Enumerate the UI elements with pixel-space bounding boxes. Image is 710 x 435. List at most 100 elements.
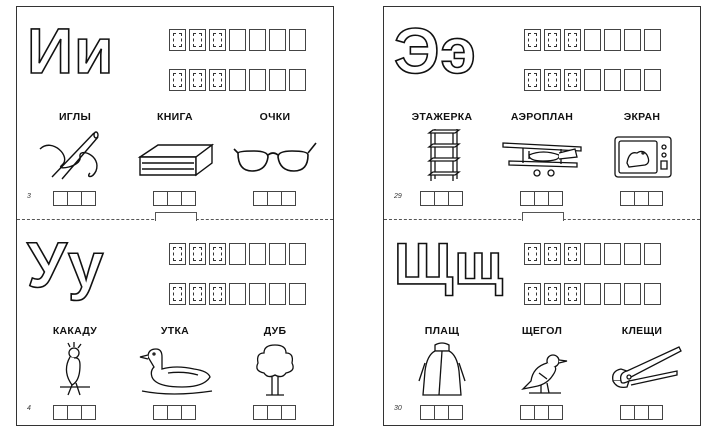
answer-boxes <box>153 191 196 206</box>
practice-cell[interactable] <box>584 243 601 265</box>
answer-box[interactable] <box>648 405 663 420</box>
practice-cell[interactable] <box>624 283 641 305</box>
practice-cell[interactable] <box>604 243 621 265</box>
page-number: 3 <box>27 193 31 200</box>
answer-box[interactable] <box>153 405 168 420</box>
word-label: ЭТАЖЕРКА <box>411 111 473 123</box>
answer-box[interactable] <box>620 191 635 206</box>
answer-box[interactable] <box>534 405 549 420</box>
practice-cell-traced[interactable] <box>169 69 186 91</box>
practice-cell[interactable] <box>229 29 246 51</box>
practice-cell-traced[interactable] <box>189 283 206 305</box>
practice-cell-traced[interactable] <box>544 283 561 305</box>
answer-box[interactable] <box>434 191 449 206</box>
practice-cell-traced[interactable] <box>564 243 581 265</box>
practice-cell[interactable] <box>269 69 286 91</box>
answer-box[interactable] <box>634 405 649 420</box>
practice-cell[interactable] <box>624 243 641 265</box>
fold-tab <box>522 212 564 221</box>
practice-cell-traced[interactable] <box>544 69 561 91</box>
practice-cell[interactable] <box>269 243 286 265</box>
practice-cell[interactable] <box>584 283 601 305</box>
practice-cell-traced[interactable] <box>169 283 186 305</box>
answer-boxes <box>420 191 463 206</box>
answer-box[interactable] <box>81 191 96 206</box>
answer-box[interactable] <box>448 405 463 420</box>
practice-cell-traced[interactable] <box>169 243 186 265</box>
practice-cell[interactable] <box>604 29 621 51</box>
answer-box[interactable] <box>267 191 282 206</box>
answer-box[interactable] <box>420 405 435 420</box>
practice-cell[interactable] <box>584 69 601 91</box>
letter-section-i: Ии ИГЛЫ <box>17 7 333 213</box>
practice-cell-traced[interactable] <box>524 69 541 91</box>
answer-box[interactable] <box>253 191 268 206</box>
answer-box[interactable] <box>281 191 296 206</box>
practice-cell-traced[interactable] <box>564 29 581 51</box>
practice-cell-traced[interactable] <box>209 69 226 91</box>
practice-cell[interactable] <box>644 243 661 265</box>
answer-box[interactable] <box>81 405 96 420</box>
practice-cell[interactable] <box>584 29 601 51</box>
practice-cell-traced[interactable] <box>564 283 581 305</box>
answer-box[interactable] <box>520 191 535 206</box>
answer-box[interactable] <box>253 405 268 420</box>
answer-box[interactable] <box>434 405 449 420</box>
practice-cell-traced[interactable] <box>209 283 226 305</box>
practice-cell[interactable] <box>229 69 246 91</box>
practice-cell[interactable] <box>249 29 266 51</box>
answer-box[interactable] <box>181 405 196 420</box>
answer-box[interactable] <box>534 191 549 206</box>
practice-cell[interactable] <box>644 29 661 51</box>
practice-cell[interactable] <box>644 283 661 305</box>
practice-cell[interactable] <box>229 243 246 265</box>
practice-cell[interactable] <box>249 243 266 265</box>
practice-cell[interactable] <box>229 283 246 305</box>
practice-cell-traced[interactable] <box>209 243 226 265</box>
practice-cell[interactable] <box>289 283 306 305</box>
practice-cell[interactable] <box>644 69 661 91</box>
practice-cell[interactable] <box>269 29 286 51</box>
practice-cell-traced[interactable] <box>209 29 226 51</box>
answer-box[interactable] <box>181 191 196 206</box>
answer-box[interactable] <box>448 191 463 206</box>
practice-cell[interactable] <box>604 283 621 305</box>
answer-box[interactable] <box>520 405 535 420</box>
practice-cell-traced[interactable] <box>544 29 561 51</box>
answer-box[interactable] <box>67 405 82 420</box>
word-card: ОЧКИ <box>227 111 323 206</box>
answer-box[interactable] <box>548 405 563 420</box>
answer-box[interactable] <box>648 191 663 206</box>
answer-box[interactable] <box>420 191 435 206</box>
answer-box[interactable] <box>167 191 182 206</box>
answer-box[interactable] <box>620 405 635 420</box>
practice-cell-traced[interactable] <box>524 243 541 265</box>
practice-cell[interactable] <box>269 283 286 305</box>
answer-box[interactable] <box>634 191 649 206</box>
answer-box[interactable] <box>267 405 282 420</box>
practice-cell[interactable] <box>289 69 306 91</box>
practice-cell-traced[interactable] <box>524 283 541 305</box>
answer-box[interactable] <box>53 405 68 420</box>
practice-cell[interactable] <box>249 283 266 305</box>
answer-box[interactable] <box>548 191 563 206</box>
answer-box[interactable] <box>67 191 82 206</box>
practice-cell[interactable] <box>289 29 306 51</box>
practice-cell-traced[interactable] <box>564 69 581 91</box>
practice-cell[interactable] <box>604 69 621 91</box>
practice-cell-traced[interactable] <box>189 69 206 91</box>
practice-cell-traced[interactable] <box>189 29 206 51</box>
answer-box[interactable] <box>167 405 182 420</box>
answer-box[interactable] <box>281 405 296 420</box>
answer-box[interactable] <box>53 191 68 206</box>
practice-cell[interactable] <box>289 243 306 265</box>
practice-cell-traced[interactable] <box>524 29 541 51</box>
practice-cell-traced[interactable] <box>169 29 186 51</box>
practice-cell[interactable] <box>249 69 266 91</box>
practice-row-uppercase <box>524 29 661 51</box>
practice-cell-traced[interactable] <box>544 243 561 265</box>
practice-cell[interactable] <box>624 69 641 91</box>
practice-cell-traced[interactable] <box>189 243 206 265</box>
answer-box[interactable] <box>153 191 168 206</box>
practice-cell[interactable] <box>624 29 641 51</box>
